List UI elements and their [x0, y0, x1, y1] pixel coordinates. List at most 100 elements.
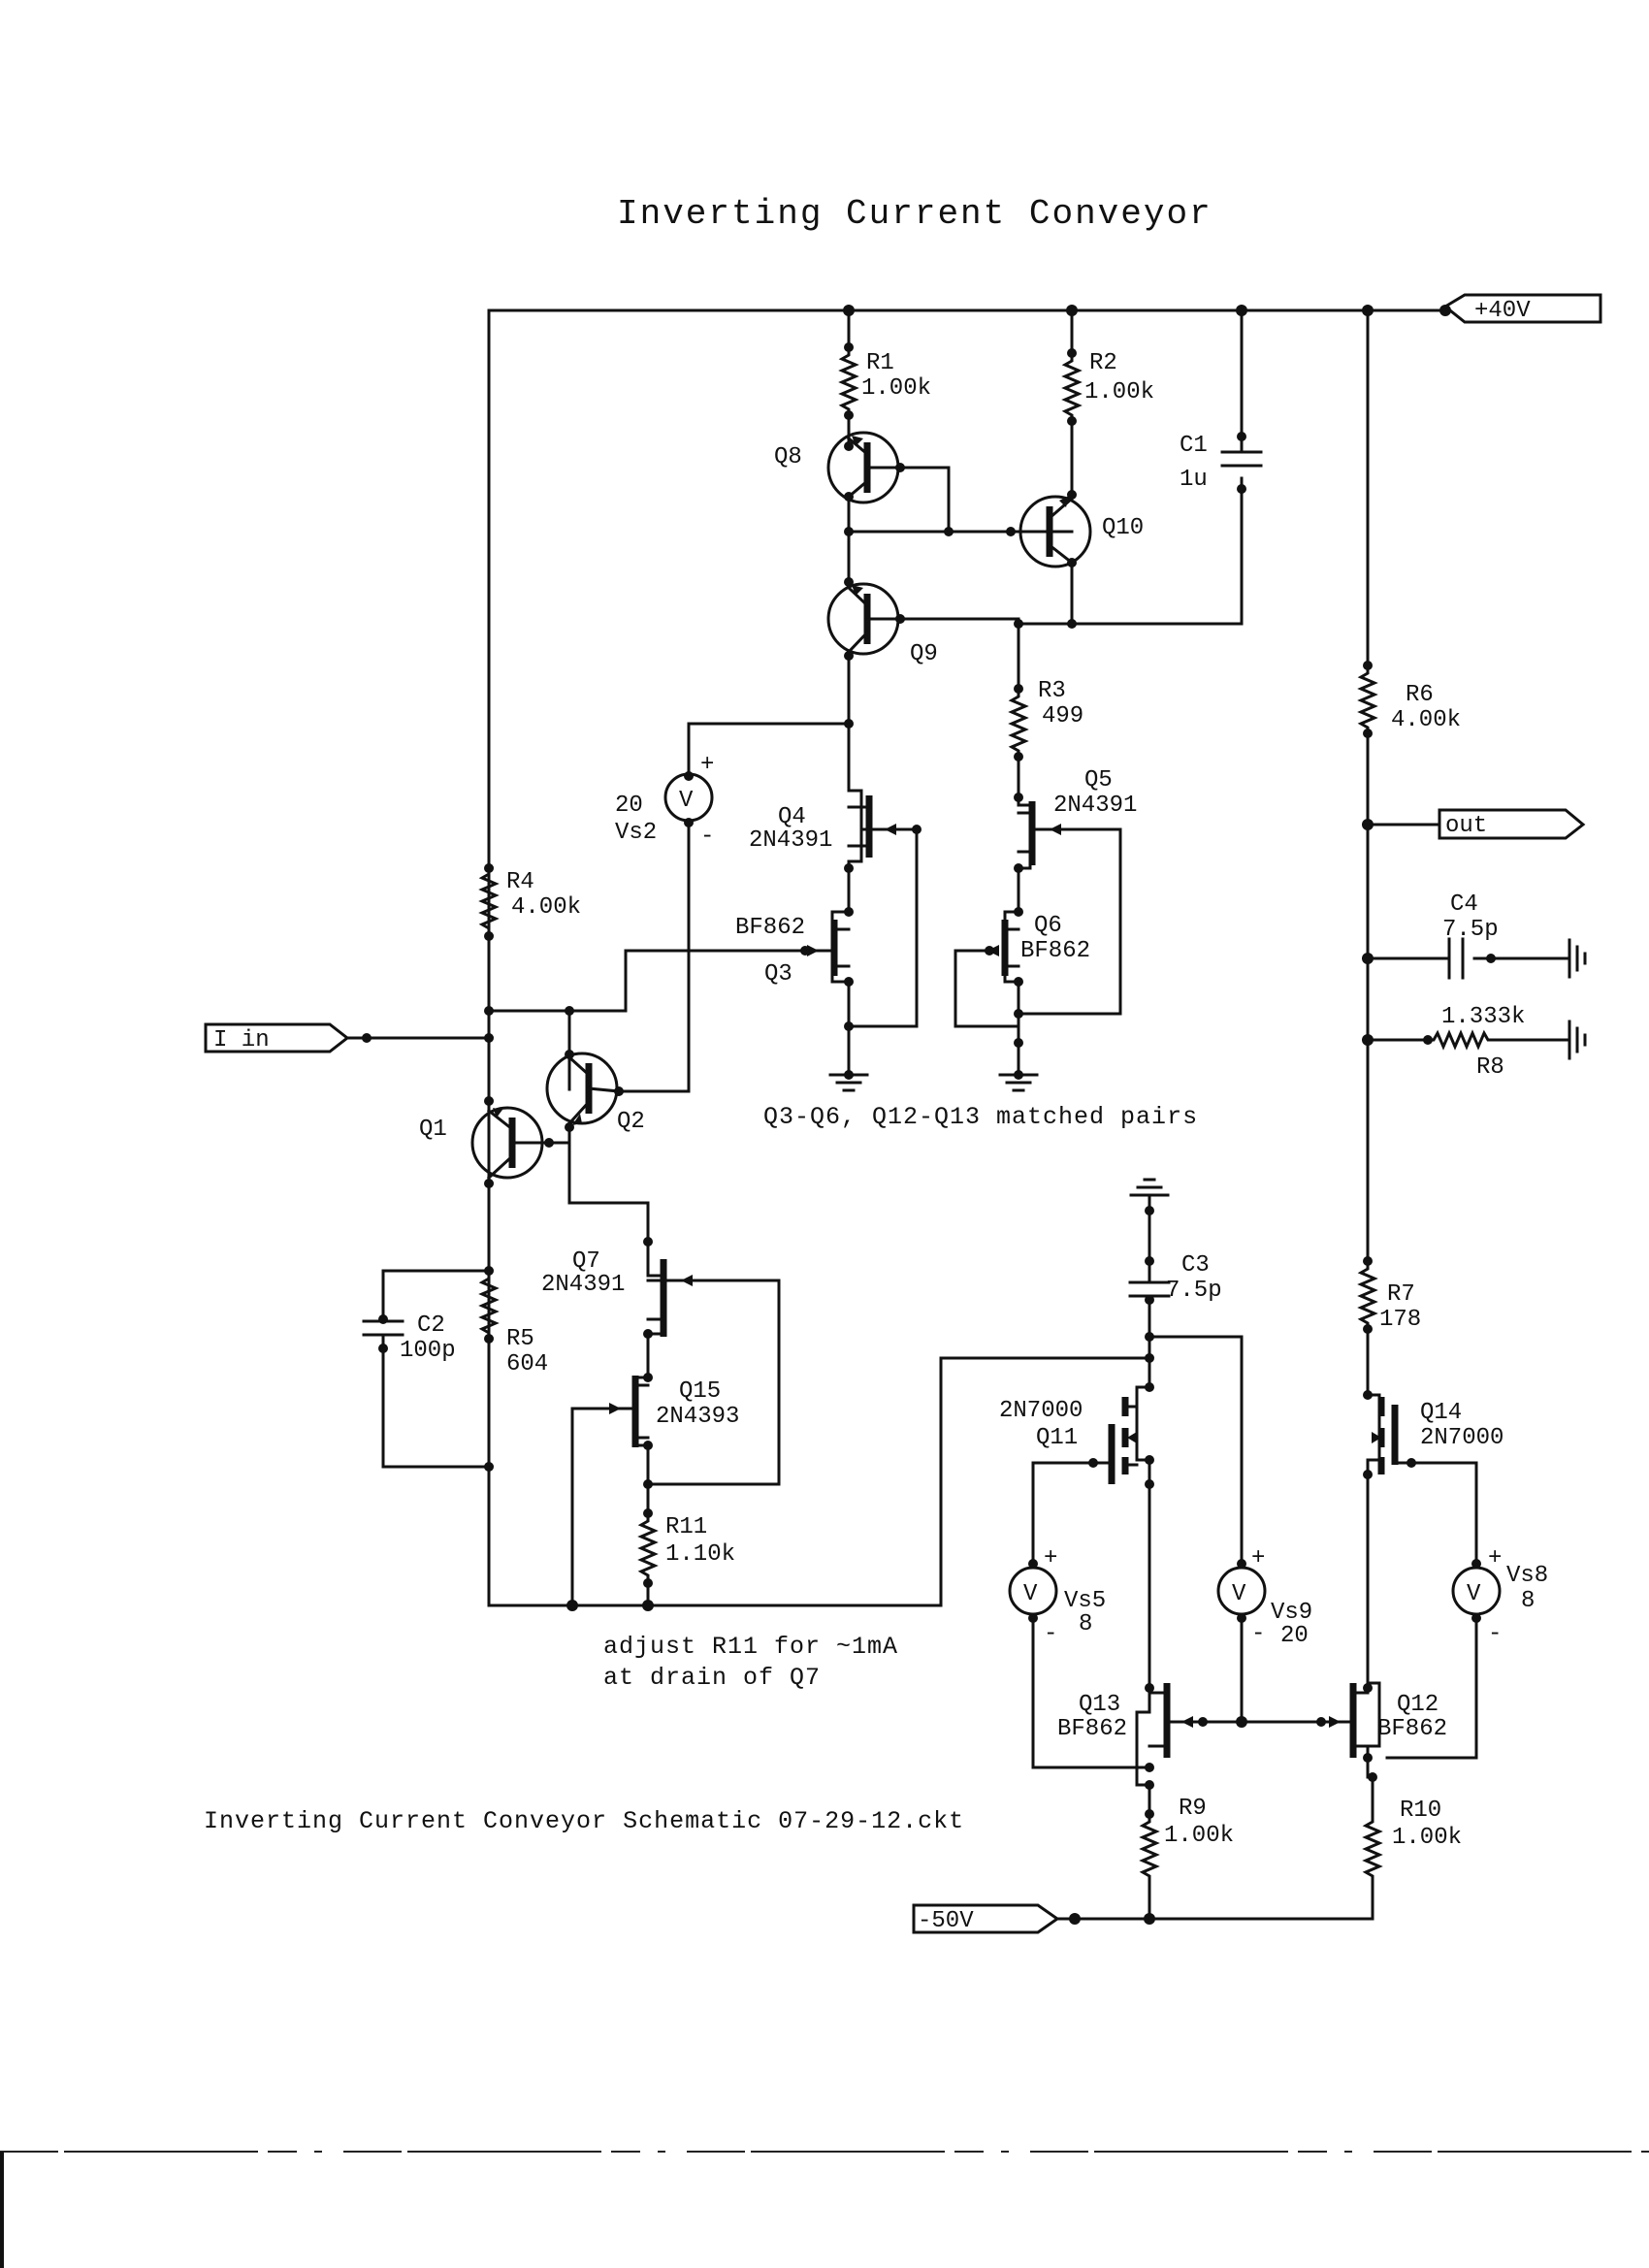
footer-filename: Inverting Current Conveyor Schematic 07-…	[204, 1807, 964, 1835]
vs8-minus: -	[1488, 1621, 1502, 1647]
transistor-q12: Q12 BF862	[1329, 1683, 1447, 1758]
resistor-r6-value: 4.00k	[1391, 707, 1461, 733]
transistor-q10: Q10	[1009, 495, 1144, 568]
vs5-plus: +	[1044, 1545, 1057, 1571]
resistor-r3-name: R3	[1038, 678, 1066, 704]
vs9-symbol: V	[1232, 1581, 1246, 1607]
resistor-r6: R6 4.00k	[1359, 665, 1461, 735]
resistor-r11-value: 1.10k	[665, 1541, 735, 1568]
vs9-minus: -	[1251, 1621, 1265, 1647]
transistor-q6-name: Q6	[1034, 913, 1062, 939]
adjust-note-line2: at drain of Q7	[603, 1664, 821, 1692]
resistor-r7-value: 178	[1379, 1307, 1421, 1333]
capacitor-c4-name: C4	[1450, 891, 1478, 918]
transistor-q14: Q14 2N7000	[1372, 1397, 1504, 1474]
capacitor-c3-value: 7.5p	[1166, 1278, 1222, 1304]
transistor-q2: Q2	[545, 1052, 645, 1135]
transistor-q11-name: Q11	[1036, 1425, 1078, 1451]
transistor-q7-part: 2N4391	[541, 1272, 625, 1298]
resistor-r11: R11 1.10k	[639, 1513, 735, 1583]
resistor-r5: R5 604	[480, 1271, 548, 1377]
transistor-q13: Q13 BF862	[1057, 1683, 1193, 1758]
scan-edge-line	[0, 2151, 1649, 2268]
transistor-q13-name: Q13	[1079, 1692, 1120, 1718]
voltage-source-vs2-name: Vs2	[615, 820, 657, 846]
capacitor-c2: C2 100p	[362, 1312, 456, 1364]
voltage-source-vs5-value: 8	[1079, 1611, 1092, 1637]
capacitor-c1-value: 1u	[1180, 467, 1208, 493]
resistor-r9-name: R9	[1179, 1796, 1207, 1822]
resistor-r11-name: R11	[665, 1514, 707, 1540]
resistor-r1-name: R1	[866, 350, 894, 376]
transistor-q4-part: 2N4391	[749, 827, 832, 854]
voltage-source-vs2-value: 20	[615, 793, 643, 819]
vs8-symbol: V	[1467, 1581, 1481, 1607]
transistor-q6: Q6 BF862	[987, 913, 1090, 976]
resistor-r5-name: R5	[506, 1326, 534, 1352]
capacitor-c4-value: 7.5p	[1442, 917, 1499, 943]
vs2-symbol: V	[679, 788, 694, 814]
transistor-q5: Q5 2N4391	[1017, 767, 1137, 865]
transistor-q4: Q4 2N4391	[749, 795, 896, 858]
capacitor-c2-name: C2	[417, 1312, 445, 1339]
transistor-q9-name: Q9	[910, 641, 938, 667]
transistor-q8: Q8	[774, 431, 900, 504]
transistor-q1-name: Q1	[419, 1117, 447, 1143]
transistor-q13-part: BF862	[1057, 1716, 1127, 1742]
vs8-plus: +	[1488, 1545, 1502, 1571]
transistor-q3: BF862 Q3	[735, 915, 851, 988]
voltage-source-vs8-value: 8	[1521, 1588, 1535, 1614]
transistor-q5-name: Q5	[1084, 767, 1113, 794]
transistor-q6-part: BF862	[1020, 938, 1090, 964]
resistor-r9-value: 1.00k	[1164, 1823, 1234, 1849]
resistor-r6-name: R6	[1406, 682, 1434, 708]
resistor-r3: R3 499	[1010, 678, 1083, 759]
resistor-r5-value: 604	[506, 1351, 548, 1377]
resistor-r1-value: 1.00k	[861, 375, 931, 402]
capacitor-c3-name: C3	[1181, 1252, 1210, 1279]
port-minus50v-label: -50V	[918, 1908, 974, 1934]
port-i-in: I in	[204, 1022, 350, 1053]
resistor-r10-value: 1.00k	[1392, 1825, 1462, 1851]
resistor-r10-name: R10	[1400, 1798, 1441, 1824]
transistor-q12-part: BF862	[1377, 1716, 1447, 1742]
port-out: out	[1438, 808, 1586, 840]
matched-pairs-note: Q3-Q6, Q12-Q13 matched pairs	[763, 1103, 1198, 1131]
junction-dots	[362, 305, 1496, 1925]
transistor-q8-name: Q8	[774, 444, 802, 470]
transistor-q11-part: 2N7000	[999, 1398, 1083, 1424]
port-i-in-label: I in	[213, 1027, 270, 1053]
port-minus50v: -50V	[912, 1903, 1060, 1934]
resistor-r9: R9 1.00k	[1141, 1796, 1234, 1884]
transistor-q4-name: Q4	[778, 804, 806, 830]
voltage-source-vs8-name: Vs8	[1506, 1563, 1548, 1589]
resistor-r10: R10 1.00k	[1364, 1798, 1462, 1884]
transistor-q7: Q7 2N4391	[541, 1248, 693, 1337]
transistor-q1: Q1	[419, 1106, 544, 1181]
resistor-r8: 1.333k R8	[1426, 1004, 1525, 1081]
resistor-r1: R1 1.00k	[840, 347, 931, 417]
capacitor-c1: C1 1u	[1180, 433, 1263, 493]
voltage-source-vs5: V + - Vs5 8	[1008, 1545, 1106, 1647]
capacitor-c3: C3 7.5p	[1128, 1252, 1222, 1304]
port-out-label: out	[1445, 813, 1487, 839]
transistor-q5-part: 2N4391	[1053, 793, 1137, 819]
vs9-plus: +	[1251, 1545, 1265, 1571]
vs2-plus: +	[700, 752, 714, 778]
transistor-q3-name: Q3	[764, 961, 792, 988]
voltage-source-vs9-name: Vs9	[1271, 1600, 1312, 1626]
transistor-q12-name: Q12	[1397, 1692, 1439, 1718]
voltage-source-vs9-value: 20	[1280, 1623, 1309, 1649]
transistor-q15-part: 2N4393	[656, 1404, 739, 1430]
transistor-q14-part: 2N7000	[1420, 1425, 1504, 1451]
resistor-r4-value: 4.00k	[511, 894, 581, 921]
vs5-symbol: V	[1023, 1581, 1038, 1607]
resistor-r4: R4 4.00k	[480, 866, 581, 936]
resistor-r8-name: R8	[1476, 1054, 1504, 1081]
transistor-q14-name: Q14	[1420, 1400, 1462, 1426]
voltage-source-vs2: V + - 20 Vs2	[615, 752, 714, 850]
ground-symbol-r8	[1568, 1020, 1587, 1060]
resistor-r7: R7 178	[1359, 1261, 1421, 1333]
transistor-q11: 2N7000 Q11	[999, 1397, 1139, 1484]
voltage-source-vs5-name: Vs5	[1064, 1588, 1106, 1614]
